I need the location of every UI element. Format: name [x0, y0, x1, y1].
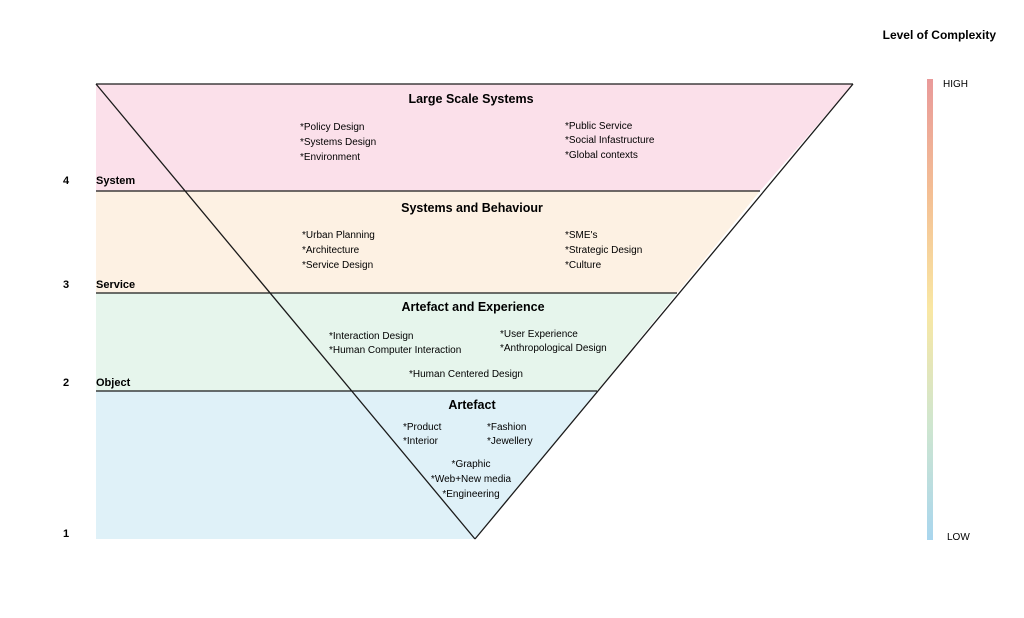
- axis-level-number: 2: [63, 377, 69, 389]
- band-item: *Jewellery: [487, 436, 533, 447]
- band-item: *SME's: [565, 230, 597, 241]
- band-item: *Culture: [565, 260, 602, 271]
- band-item: *Interaction Design: [329, 331, 414, 342]
- triangle-left-edge: [95, 83, 476, 540]
- legend-title: Level of Complexity: [883, 28, 997, 42]
- band-artefact: [96, 391, 597, 539]
- band-item: *Environment: [300, 152, 360, 163]
- band-item: *Strategic Design: [565, 245, 642, 256]
- complexity-gradient-bar: [927, 79, 933, 540]
- band-title: Large Scale Systems: [408, 92, 533, 106]
- legend-high-label: HIGH: [943, 79, 968, 90]
- axis-level-name: Service: [96, 279, 135, 291]
- axis-level-number: 3: [63, 279, 69, 291]
- triangle-right-edge: [474, 83, 854, 540]
- band-item: *Product: [403, 422, 442, 433]
- band-item: *Human Centered Design: [409, 369, 523, 380]
- band-item: *Service Design: [302, 260, 373, 271]
- band-item: *Systems Design: [300, 137, 376, 148]
- band-title: Artefact and Experience: [401, 300, 544, 314]
- band-artefact-and-experience: [96, 293, 677, 391]
- band-item: *Human Computer Interaction: [329, 345, 461, 356]
- band-item: *Architecture: [302, 245, 360, 256]
- band-item: *Fashion: [487, 422, 526, 433]
- axis-level-number: 4: [63, 175, 70, 187]
- band-item: *Anthropological Design: [500, 343, 607, 354]
- axis-level-number: 1: [63, 528, 69, 540]
- band-large-scale-systems: [96, 84, 853, 191]
- axis-level-name: Object: [96, 377, 131, 389]
- legend-low-label: LOW: [947, 532, 970, 543]
- band-item: *Web+New media: [431, 474, 512, 485]
- band-item: *Graphic: [452, 459, 491, 470]
- band-item: *Interior: [403, 436, 439, 447]
- band-item: *User Experience: [500, 329, 578, 340]
- band-item: *Urban Planning: [302, 230, 375, 241]
- band-systems-and-behaviour: [96, 191, 760, 293]
- band-item: *Engineering: [442, 489, 499, 500]
- band-title: Systems and Behaviour: [401, 201, 543, 215]
- band-title: Artefact: [448, 398, 496, 412]
- axis-level-name: System: [96, 175, 135, 187]
- band-item: *Global contexts: [565, 150, 638, 161]
- band-item: *Policy Design: [300, 122, 364, 133]
- band-item: *Public Service: [565, 121, 633, 132]
- band-item: *Social Infastructure: [565, 135, 655, 146]
